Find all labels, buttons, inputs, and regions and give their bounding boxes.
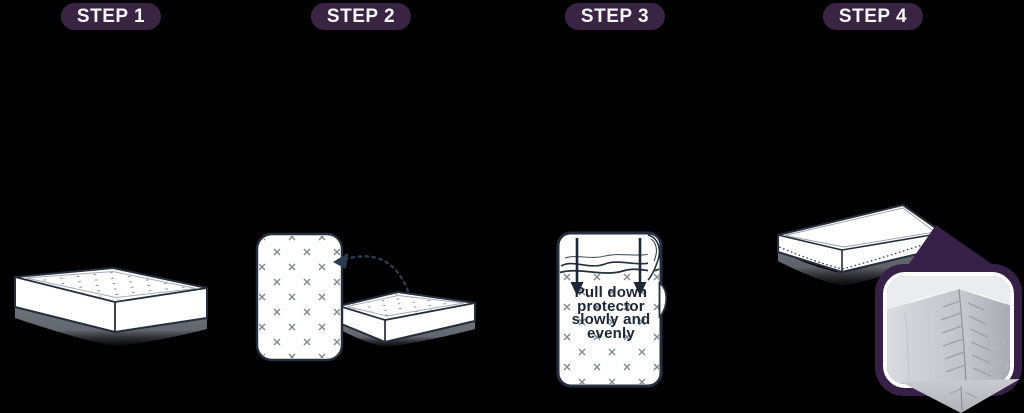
step2-illustration (255, 232, 476, 362)
step1-illustration (14, 267, 208, 346)
mattress (338, 291, 476, 347)
step3-illustration (556, 231, 668, 388)
down-arrow-icon (633, 238, 647, 296)
mattress-base-shadow (15, 307, 207, 346)
step-4-badge: STEP 4 (822, 3, 924, 30)
step-2-badge: STEP 2 (310, 3, 412, 30)
step-3-badge: STEP 3 (564, 3, 666, 30)
step4-illustration (777, 204, 1022, 413)
curved-arrow-icon (333, 253, 410, 293)
mattress (14, 267, 208, 333)
step-1-badge: STEP 1 (60, 3, 162, 30)
step3-caption: Pull down protector slowly and evenly (571, 284, 651, 342)
zoom-callout-wedge (904, 225, 1002, 271)
protector-flat (255, 232, 344, 362)
protector-corner-photo (887, 276, 1010, 384)
down-arrow-icon (570, 238, 584, 296)
photo-corner-overhang (901, 379, 1020, 413)
